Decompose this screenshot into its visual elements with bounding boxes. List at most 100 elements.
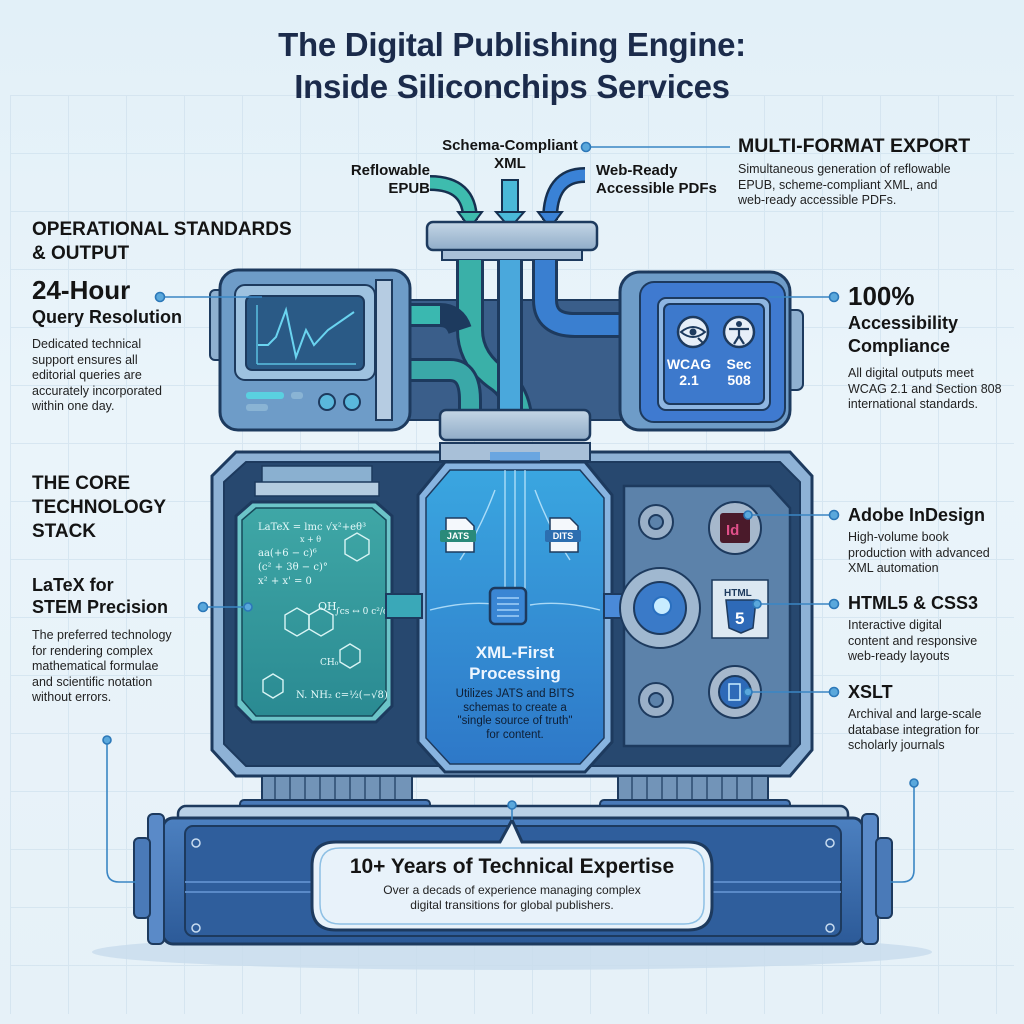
expertise-desc: Over a decads of experience managing com… (320, 883, 704, 913)
desc-line: Utilizes JATS and BITS (455, 688, 575, 700)
label-line: Accessibility (848, 313, 959, 333)
expertise-title: 10+ Years of Technical Expertise (349, 855, 675, 878)
xml-line-2: XML (494, 155, 526, 172)
svg-text:Id: Id (726, 522, 739, 539)
desc-line: web-ready layouts (848, 649, 950, 663)
tool-desc: High-volume book production with advance… (848, 530, 1024, 577)
accessibility-callout: 100% Accessibility Compliance All digita… (848, 282, 1024, 413)
desc-line: without errors. (32, 690, 112, 704)
jats-doc-icon: JATS (446, 531, 470, 541)
core-stack-heading: THE CORE TECHNOLOGY STACK (32, 472, 212, 544)
desc-line: for content. (486, 728, 544, 741)
svg-text:x² + x' = 0: x² + x' = 0 (258, 576, 312, 587)
desc-line: and scientific notation (32, 674, 153, 689)
input-label-epub: Reflowable EPUB (344, 162, 430, 198)
query-resolution-label: Query Resolution (32, 307, 183, 327)
tool-name: HTML5 & CSS3 (848, 593, 979, 613)
label-line: Compliance (848, 336, 951, 356)
heading-line: & OUTPUT (32, 243, 130, 264)
svg-text:aa(+6 − c)⁶: aa(+6 − c)⁶ (258, 548, 317, 559)
accessibility-label: Accessibility Compliance (848, 312, 1024, 358)
xml-first-title: XML-First Processing (426, 642, 604, 684)
desc-line: editorial queries are (32, 368, 142, 382)
xml-first-callout: XML-First Processing Utilizes JATS and B… (426, 642, 604, 742)
dits-doc-icon: DITS (552, 531, 574, 541)
title-line: LaTeX for (32, 575, 114, 595)
desc-line: Dedicated technical (32, 337, 142, 351)
tool-name: XSLT (848, 682, 893, 702)
title-line-1: The Digital Publishing Engine: (278, 26, 746, 63)
query-resolution-stat: 24-Hour (32, 275, 131, 305)
desc-line: for rendering complex (32, 643, 153, 658)
desc-line: High-volume book (848, 530, 949, 544)
page-title: The Digital Publishing Engine: Inside Si… (0, 24, 1024, 108)
sec-line: Sec (726, 356, 752, 372)
accessibility-desc: All digital outputs meet WCAG 2.1 and Se… (848, 366, 1024, 413)
title-line-2: Inside Siliconchips Services (294, 68, 730, 105)
multi-format-heading: MULTI-FORMAT EXPORT (738, 135, 971, 157)
desc-line: schemas to create a (463, 701, 567, 714)
xml-line-1: Schema-Compliant (442, 137, 578, 154)
desc-line: All digital outputs meet (848, 366, 974, 380)
desc-line: EPUB, scheme-compliant XML, and (738, 177, 938, 192)
tool-name: Adobe InDesign (848, 505, 986, 525)
svg-text:LaTeX = lmc √x²+eθ³: LaTeX = lmc √x²+eθ³ (258, 522, 366, 533)
pdf-line-2: Accessible PDFs (596, 180, 717, 197)
title-line: XML-First (475, 643, 555, 662)
epub-line-1: Reflowable (350, 162, 430, 179)
desc-line: database integration for (848, 722, 980, 737)
tool-adobe-indesign: Adobe InDesign High-volume book producti… (848, 504, 1024, 577)
pdf-line-1: Web-Ready (596, 162, 678, 179)
title-line: STEM Precision (32, 597, 169, 617)
heading-line: OPERATIONAL STANDARDS (32, 219, 292, 240)
operational-desc: Dedicated technical support ensures all … (32, 337, 332, 415)
desc-line: Over a decads of experience managing com… (383, 883, 641, 897)
svg-text:CH₀: CH₀ (320, 658, 339, 668)
title-line: Processing (469, 664, 561, 683)
input-label-pdf: Web-Ready Accessible PDFs (596, 162, 736, 198)
desc-line: Interactive digital (848, 618, 942, 632)
desc-line: Simultaneous generation of reflowable (738, 162, 951, 176)
desc-line: mathematical formulae (32, 659, 159, 673)
sec-line: 508 (727, 372, 751, 388)
tool-xslt: XSLT Archival and large-scale database i… (848, 681, 1024, 754)
accessibility-stat: 100% (848, 281, 915, 311)
sec-508-label: Sec 508 (716, 356, 762, 388)
svg-text:OH: OH (318, 600, 337, 613)
expertise-bubble: 10+ Years of Technical Expertise Over a … (320, 854, 704, 913)
operational-standards-callout: OPERATIONAL STANDARDS & OUTPUT 24-Hour Q… (32, 218, 332, 415)
tool-desc: Interactive digital content and responsi… (848, 618, 1024, 665)
svg-text:x + θ: x + θ (300, 535, 321, 544)
multi-format-export-callout: MULTI-FORMAT EXPORT Simultaneous generat… (738, 134, 1018, 209)
latex-desc: The preferred technology for rendering c… (32, 628, 212, 706)
heading-line: THE CORE (32, 473, 131, 494)
desc-line: web-ready accessible PDFs. (738, 193, 897, 207)
operational-heading: OPERATIONAL STANDARDS & OUTPUT (32, 218, 332, 266)
desc-line: "single source of truth" (457, 715, 573, 727)
epub-line-2: EPUB (388, 180, 430, 197)
heading-line: TECHNOLOGY (32, 497, 167, 518)
input-label-xml: Schema-Compliant XML (430, 137, 590, 173)
desc-line: within one day. (32, 399, 115, 413)
desc-line: content and responsive (848, 633, 978, 648)
desc-line: Archival and large-scale (848, 707, 982, 721)
multi-format-desc: Simultaneous generation of reflowable EP… (738, 162, 1018, 209)
xml-first-desc: Utilizes JATS and BITS schemas to create… (426, 688, 604, 742)
svg-text:5: 5 (735, 609, 744, 628)
latex-title: LaTeX for STEM Precision (32, 574, 212, 618)
desc-line: scholarly journals (848, 738, 945, 752)
desc-line: international standards. (848, 397, 978, 411)
latex-callout: LaTeX for STEM Precision The preferred t… (32, 574, 212, 706)
desc-line: support ensures all (32, 352, 138, 367)
desc-line: digital transitions for global publisher… (410, 898, 614, 912)
desc-line: production with advanced (848, 545, 990, 560)
heading-line: STACK (32, 521, 97, 542)
desc-line: accurately incorporated (32, 383, 162, 398)
svg-text:N. NH₂ c=½(−√8): N. NH₂ c=½(−√8) (296, 690, 388, 701)
wcag-label: WCAG 2.1 (664, 356, 714, 388)
tool-html5-css3: HTML5 & CSS3 Interactive digital content… (848, 592, 1024, 665)
wcag-line: 2.1 (679, 372, 699, 388)
desc-line: XML automation (848, 561, 939, 575)
svg-text:HTML: HTML (724, 588, 752, 599)
